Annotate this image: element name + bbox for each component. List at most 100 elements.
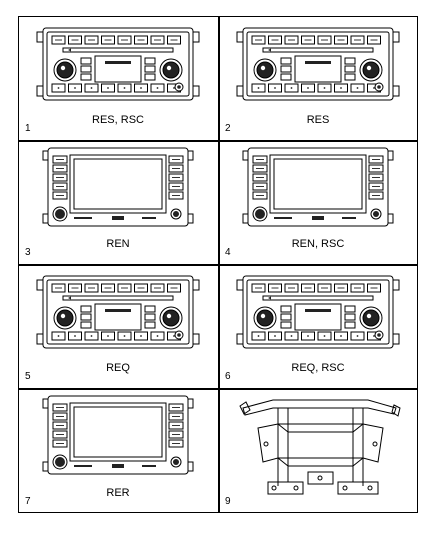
panel-model-label: RES, RSC <box>92 114 144 126</box>
side-button <box>144 65 156 73</box>
display-window <box>94 55 142 83</box>
panel-number: 2 <box>225 123 231 134</box>
button-dot <box>290 87 293 89</box>
side-button <box>144 73 156 81</box>
knob-highlight <box>166 313 172 319</box>
panel-number: 1 <box>25 123 31 134</box>
aux-jack-core <box>177 333 181 337</box>
bracket-brace <box>277 423 364 467</box>
button-dot <box>373 87 375 89</box>
bracket-inner-upright <box>287 408 354 482</box>
side-button <box>80 321 92 329</box>
display-marking <box>105 309 131 312</box>
button-dot <box>156 87 159 89</box>
row-divider-2 <box>18 264 418 266</box>
cd-slot <box>262 295 374 301</box>
touch-screen <box>73 406 163 458</box>
display-marking <box>305 309 331 312</box>
aux-jack-core <box>377 333 381 337</box>
radio-unit-illustration <box>36 275 200 349</box>
panel-number: 7 <box>25 496 31 507</box>
side-button <box>80 313 92 321</box>
bracket-side-flange <box>362 423 384 463</box>
button-dot <box>274 87 276 89</box>
parts-diagram: RES, RSC 1 RES 2 REN 3 REN, RSC 4 REQ 5 … <box>18 16 418 513</box>
button-dot <box>140 87 142 89</box>
mounting-bracket-illustration <box>239 399 401 495</box>
side-button <box>80 73 92 81</box>
mounting-hole <box>342 485 348 491</box>
panel-3: REN 3 <box>18 140 218 264</box>
button-dot <box>307 335 309 337</box>
side-button <box>344 305 356 313</box>
brand-plate <box>312 216 324 220</box>
button-dot <box>90 87 93 89</box>
eject-icon <box>68 48 71 52</box>
knob <box>173 459 179 465</box>
radio-unit-illustration <box>236 275 400 349</box>
button-dot <box>90 335 93 337</box>
mounting-hole <box>293 485 299 491</box>
knob-highlight <box>260 65 266 71</box>
display-window <box>294 303 342 331</box>
cd-slot <box>62 295 174 301</box>
knob-highlight <box>60 65 66 71</box>
eject-icon <box>268 296 271 300</box>
side-button <box>280 313 292 321</box>
button-dot <box>123 87 126 89</box>
display-window <box>294 55 342 83</box>
panel-4: REN, RSC 4 <box>218 140 418 264</box>
button-dot <box>257 335 260 337</box>
row-divider-1 <box>18 140 418 142</box>
display-window <box>94 303 142 331</box>
bracket-end-tab <box>239 401 251 415</box>
mounting-hole <box>317 475 323 481</box>
panel-number: 3 <box>25 247 31 258</box>
brand-plate <box>112 464 124 468</box>
panel-9: 9 <box>218 388 418 513</box>
side-button <box>280 65 292 73</box>
panel-model-label: REQ, RSC <box>291 362 345 374</box>
side-button <box>144 305 156 313</box>
bottom-marking <box>274 217 292 219</box>
button-dot <box>173 87 175 89</box>
radio-unit-illustration <box>36 27 200 101</box>
button-dot <box>290 335 293 337</box>
bracket-end-tab <box>391 404 401 417</box>
knob <box>55 209 65 219</box>
panel-1: RES, RSC 1 <box>18 16 218 140</box>
mounting-hole <box>271 485 277 491</box>
knob-highlight <box>366 65 372 71</box>
button-dot <box>307 87 309 89</box>
button-dot <box>340 87 342 89</box>
knob <box>256 309 274 327</box>
radio-unit-illustration <box>236 27 400 101</box>
knob <box>362 61 380 79</box>
panel-number: 5 <box>25 371 31 382</box>
button-dot <box>340 335 342 337</box>
bracket-foot <box>267 481 304 495</box>
button-dot <box>74 335 76 337</box>
side-button <box>280 321 292 329</box>
button-dot <box>140 335 142 337</box>
touch-screen <box>73 158 163 210</box>
panel-model-label: RES <box>306 114 330 126</box>
side-button <box>80 65 92 73</box>
side-button <box>344 321 356 329</box>
knob <box>256 61 274 79</box>
display-marking <box>105 61 131 64</box>
button-dot <box>257 87 260 89</box>
side-button <box>280 305 292 313</box>
button-dot <box>323 335 326 337</box>
panel-model-label: REN, RSC <box>291 238 345 250</box>
panel-5: REQ 5 <box>18 264 218 388</box>
knob <box>162 309 180 327</box>
mounting-hole <box>372 441 378 447</box>
side-button <box>144 313 156 321</box>
row-divider-3 <box>18 388 418 390</box>
button-dot <box>323 87 326 89</box>
panel-model-label: REQ <box>106 362 130 374</box>
bracket-upright <box>277 408 364 486</box>
panel-2: RES 2 <box>218 16 418 140</box>
side-button <box>80 57 92 65</box>
